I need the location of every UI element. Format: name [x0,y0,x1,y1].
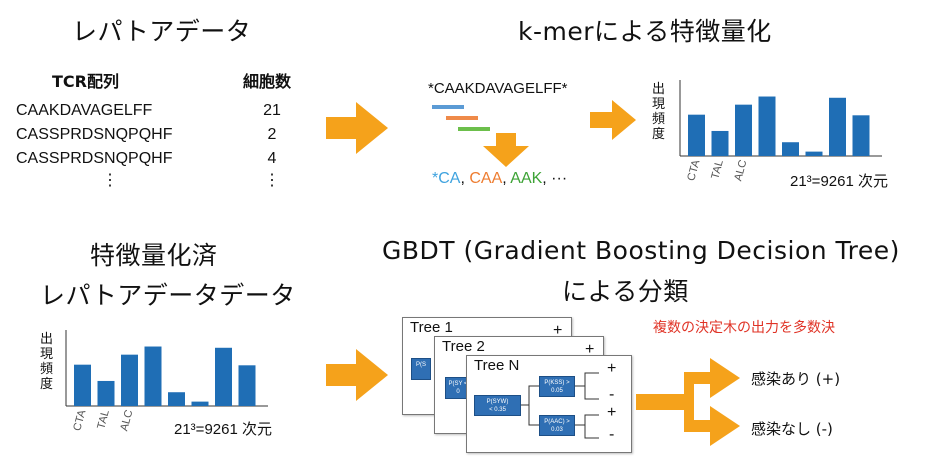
down-arrow-icon [483,133,529,167]
chart-bar [688,114,705,156]
kmer-token: AAK [510,170,543,187]
cell-count-header: 細胞数 [243,72,292,91]
kmer-token: CAA [469,170,503,187]
chart-bar [191,401,209,406]
chart-bar [735,104,752,156]
split-arrow-icon [636,358,740,446]
result-positive: 感染あり (+) [751,370,841,388]
repertoire-title: レパトアデータ [72,17,252,46]
tick-label: TAL [709,159,726,181]
chart-bar [852,115,870,156]
tcr-sequence-cell: CASSPRDSNQPQHF [16,150,173,167]
right-arrow-icon [326,102,388,154]
chart-bar [97,380,115,406]
tick-label: ALC [732,159,749,183]
cell-count-cell: 21 [263,102,281,119]
leaf-sign: - [609,386,615,403]
chart-bar [805,151,823,156]
kmer-separator: , [502,170,511,187]
featured-title-line2: レパトアデータデータ [40,281,296,310]
tree-title: Tree N [474,357,520,374]
chart-bar [144,346,162,406]
gbdt-title-line1: GBDT (Gradient Boosting Decision Tree) [382,236,900,265]
tree-node: P(AAC) > 0.03 [539,415,575,436]
tick-label: CTA [685,158,702,182]
leaf-sign: - [609,426,615,443]
tick-label: TAL [95,409,112,431]
tcr-sequence-cell: CASSPRDSNQPQHF [16,126,173,143]
frequency-bar-chart: CTA TAL ALC [679,80,882,183]
dimension-label: 21³=9261 次元 [174,421,272,438]
cell-count-cell: 2 [267,126,277,143]
decision-tree-card: Tree N P(SYW) < 0.35 P(KSS) > 0.05 P(AAC… [466,355,632,453]
right-arrow-icon [326,349,388,401]
tcr-sequence-cell: CAAKDAVAGELFF [16,102,153,119]
chart-bar [74,364,91,406]
dimension-label: 21³=9261 次元 [790,173,888,190]
result-negative: 感染なし (-) [751,420,833,438]
tree-node: P(KSS) > 0.05 [539,376,575,397]
kmer-input-sequence: *CAAKDAVAGELFF* [428,80,568,97]
ellipsis-vertical: ⋮ [264,172,280,189]
chart-bar [711,130,729,156]
chart-ylabel: 出現頻度 [40,332,54,392]
tree-title: Tree 2 [442,338,485,355]
leaf-sign: + [553,322,563,339]
tick-label: CTA [71,408,88,432]
right-arrow-icon [590,100,636,140]
leaf-sign: + [585,341,595,358]
kmer-separator: , [460,170,470,187]
tree-node: P(S [411,358,431,380]
tree-node: P(SYW) < 0.35 [474,395,521,416]
leaf-sign: + [607,404,617,421]
kmer-tokens: *CA, CAA, AAK, ··· [432,170,567,188]
gbdt-title-line2: による分類 [562,277,689,306]
tick-label: ALC [118,409,135,433]
ellipsis-vertical: ⋮ [102,172,118,189]
chart-bar [168,392,185,406]
kmer-window-bars [432,105,490,131]
chart-bar [215,347,232,406]
leaf-sign: + [607,360,617,377]
chart-ylabel: 出現頻度 [652,82,666,142]
tree-title: Tree 1 [410,319,453,336]
chart-bar [758,96,776,156]
tcr-sequence-header: TCR配列 [52,72,119,91]
frequency-bar-chart: CTA TAL ALC [65,330,268,433]
majority-vote-note: 複数の決定木の出力を多数決 [653,320,835,336]
chart-bar [121,354,138,406]
kmer-title: k-merによる特徴量化 [518,17,772,46]
tree-edges [521,372,599,439]
cell-count-cell: 4 [267,150,277,167]
featured-title-line1: 特徴量化済 [90,241,218,270]
chart-bar [829,97,846,156]
kmer-trailing: , ··· [542,170,568,187]
chart-bar [238,365,256,406]
kmer-token: *CA [432,170,461,187]
chart-bar [782,142,799,156]
